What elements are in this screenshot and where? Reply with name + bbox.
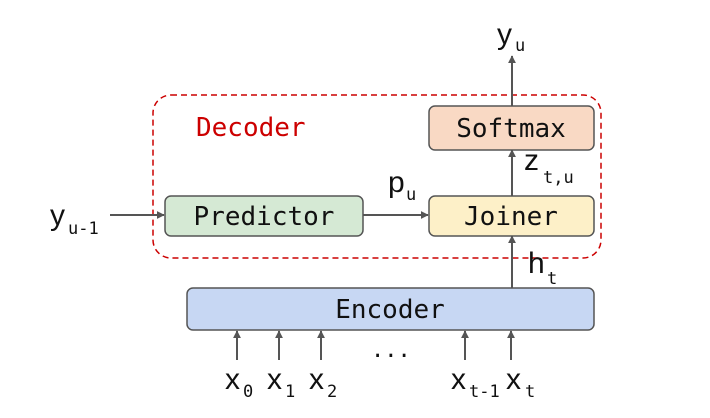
- softmax-box: [428, 105, 595, 151]
- symbol-h-t-base: h: [528, 247, 545, 280]
- symbol-x-2-sub: 2: [327, 382, 337, 402]
- symbol-x-2-base: x: [309, 363, 324, 396]
- symbol-y-u-minus-1: y u-1: [50, 199, 99, 239]
- predictor-box: [164, 195, 364, 237]
- symbol-y-u-sub: u: [515, 36, 525, 56]
- symbol-z-tu-sub: t,u: [543, 168, 574, 188]
- symbol-x-t-minus-1: x t-1: [451, 363, 500, 402]
- symbol-z-tu-base: z: [524, 144, 539, 177]
- softmax-block: Softmax: [428, 105, 595, 151]
- encoder-box: [186, 287, 595, 331]
- joiner-block: Joiner: [428, 195, 595, 237]
- joiner-box: [428, 195, 595, 237]
- symbol-x-0-sub: 0: [243, 382, 253, 402]
- symbol-y-u: y u: [497, 18, 525, 56]
- symbol-p-u: p u: [388, 166, 416, 205]
- symbol-y-u-minus-1-sub: u-1: [68, 219, 99, 239]
- decoder-label: Decoder: [196, 113, 306, 143]
- symbol-x-1: x 1: [267, 363, 295, 402]
- ellipsis: ...: [371, 338, 411, 363]
- symbol-p-u-sub: u: [406, 185, 416, 205]
- symbol-x-0-base: x: [225, 363, 240, 396]
- encoder-label: Encoder: [335, 295, 445, 325]
- symbol-z-tu: z t,u: [524, 144, 574, 188]
- symbol-x-t-sub: t: [525, 382, 535, 402]
- symbol-y-u-minus-1-base: y: [50, 199, 65, 232]
- predictor-label: Predictor: [194, 202, 335, 232]
- encoder-block: Encoder: [186, 287, 595, 331]
- decoder-region: [152, 94, 602, 259]
- symbol-x-t: x t: [506, 363, 535, 402]
- symbol-x-0: x 0: [225, 363, 253, 402]
- symbol-h-t: h t: [528, 247, 557, 289]
- symbol-h-t-sub: t: [547, 269, 557, 289]
- joiner-label: Joiner: [464, 202, 558, 232]
- symbol-p-u-base: p: [388, 166, 405, 199]
- symbol-x-1-base: x: [267, 363, 282, 396]
- symbol-x-2: x 2: [309, 363, 337, 402]
- symbol-x-t-minus-1-base: x: [451, 363, 466, 396]
- symbol-y-u-base: y: [497, 18, 512, 51]
- symbol-x-t-base: x: [506, 363, 521, 396]
- predictor-block: Predictor: [164, 195, 364, 237]
- symbol-x-t-minus-1-sub: t-1: [469, 382, 500, 402]
- softmax-label: Softmax: [456, 114, 566, 144]
- symbol-x-1-sub: 1: [285, 382, 295, 402]
